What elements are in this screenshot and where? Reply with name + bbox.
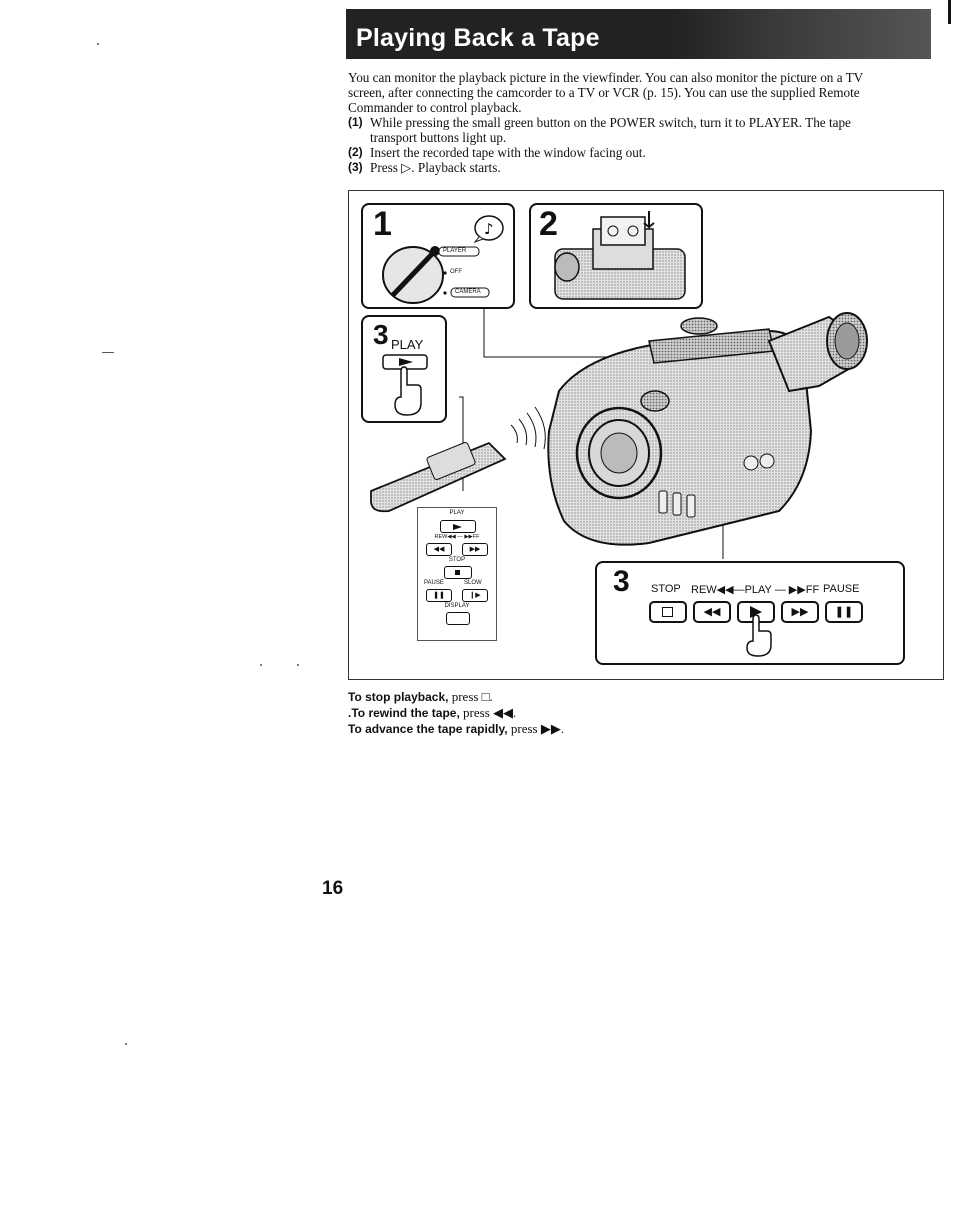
power-switch-drawing — [382, 246, 490, 304]
step-text: While pressing the small green button on… — [370, 115, 851, 145]
music-note-icon: ♪ — [473, 215, 504, 243]
step3-transport-panel: 3 STOP REW◀◀—PLAY — ▶▶FF PAUSE ◀◀ ▶▶ ❚❚ — [595, 561, 905, 665]
step-number: (3) — [348, 160, 363, 174]
player-label: PLAYER — [443, 248, 467, 254]
note-rewind-heading: .To rewind the tape, — [348, 706, 460, 720]
step3-play-panel: 3 PLAY — [361, 315, 447, 423]
stop-label: STOP — [651, 583, 681, 595]
note-stop-heading: To stop playback, — [348, 690, 449, 704]
step-list: (1) While pressing the small green butto… — [348, 115, 888, 175]
finger-press-icon — [746, 615, 772, 657]
pause-button[interactable]: ❚❚ — [825, 601, 863, 623]
scan-speck — [260, 664, 262, 666]
remote-ff-button[interactable]: ▶▶ — [462, 543, 488, 556]
remote-rew-button[interactable]: ◀◀ — [426, 543, 452, 556]
intro-paragraph: You can monitor the playback picture in … — [348, 70, 863, 115]
remote-play-label: PLAY — [449, 510, 465, 516]
remote-pause-button[interactable]: ❚❚ — [426, 589, 452, 602]
note-stop: To stop playback, press □. — [348, 689, 848, 705]
remote-display-label: DISPLAY — [444, 603, 470, 609]
fast-forward-button[interactable]: ▶▶ — [781, 601, 819, 623]
remote-stop-button[interactable] — [444, 566, 472, 579]
title-bar — [346, 9, 931, 59]
notes: To stop playback, press □. .To rewind th… — [348, 689, 848, 737]
note-advance-text: press ▶▶. — [507, 721, 565, 736]
scan-speck — [297, 664, 299, 666]
step2-panel: 2 — [529, 203, 703, 309]
remote-play-button[interactable] — [440, 520, 476, 533]
remote-button-detail: PLAY REW◀◀ — ▶▶FF ◀◀ ▶▶ STOP PAUSE SLOW … — [417, 507, 497, 641]
note-advance-heading: To advance the tape rapidly, — [348, 722, 508, 736]
tape-insertion-drawing — [554, 211, 686, 300]
remote-rew-ff-label: REW◀◀ — ▶▶FF — [434, 534, 480, 540]
step3-transport-number: 3 — [613, 565, 630, 598]
step-item: (2) Insert the recorded tape with the wi… — [348, 145, 888, 160]
step-item: (3) Press ▷. Playback starts. — [348, 160, 888, 175]
step1-number: 1 — [373, 205, 392, 243]
step-text: Insert the recorded tape with the window… — [370, 145, 646, 160]
scan-speck — [125, 1043, 127, 1045]
play-label: PLAY — [391, 337, 424, 352]
off-label: OFF — [450, 269, 462, 275]
rew-play-ff-label: REW◀◀—PLAY — ▶▶FF — [691, 584, 820, 596]
playback-illustration: 1 PLAYER OFF CAMERA ♪ 2 — [348, 190, 944, 680]
remote-pause-label: PAUSE — [424, 580, 444, 586]
rewind-button[interactable]: ◀◀ — [693, 601, 731, 623]
remote-stop-label: STOP — [448, 557, 466, 563]
pause-label: PAUSE — [823, 583, 860, 595]
step3-number: 3 — [373, 319, 389, 350]
edge-mark — [948, 0, 951, 24]
step-item: (1) While pressing the small green butto… — [348, 115, 888, 145]
note-stop-text: press □. — [448, 689, 493, 704]
scan-speck — [97, 43, 99, 45]
camera-label: CAMERA — [455, 289, 481, 295]
svg-text:♪: ♪ — [484, 220, 494, 238]
remote-slow-label: SLOW — [464, 580, 482, 586]
remote-display-button[interactable] — [446, 612, 470, 625]
step2-number: 2 — [539, 205, 558, 243]
step1-panel: 1 PLAYER OFF CAMERA ♪ — [361, 203, 515, 309]
page-title: Playing Back a Tape — [356, 24, 600, 52]
note-rewind: .To rewind the tape, press ◀◀. — [348, 705, 848, 721]
remote-slow-button[interactable]: ❙▶ — [462, 589, 488, 602]
step-text: Press ▷. Playback starts. — [370, 160, 501, 175]
step-number: (1) — [348, 115, 363, 129]
scan-speck — [102, 352, 114, 353]
note-rewind-text: press ◀◀. — [459, 705, 517, 720]
stop-button[interactable] — [649, 601, 687, 623]
page-number: 16 — [322, 878, 344, 899]
note-advance: To advance the tape rapidly, press ▶▶. — [348, 721, 848, 737]
camcorder-illustration — [370, 309, 868, 559]
step-number: (2) — [348, 145, 363, 159]
play-button-press-icon — [382, 354, 428, 416]
